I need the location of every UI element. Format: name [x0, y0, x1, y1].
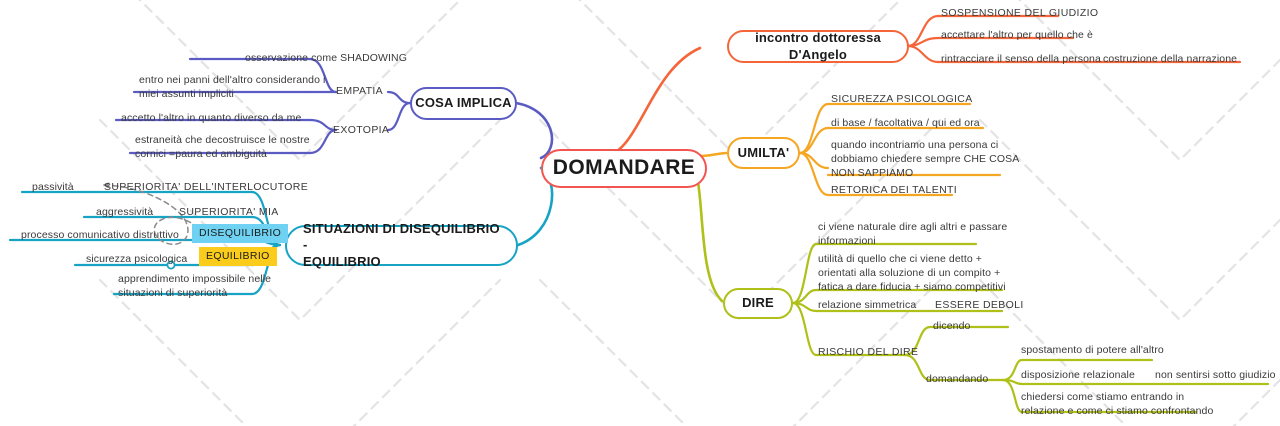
leaf-accetto-altro-diverso[interactable]: accetto l'altro in quanto diverso da me — [121, 112, 302, 124]
branch-situazioni-disequilibrio-equilibrio[interactable]: SITUAZIONI DI DISEQUILIBRIO - EQUILIBRIO — [285, 221, 518, 269]
leaf-sicurezza-psicologica[interactable]: SICUREZZA PSICOLOGICA — [831, 93, 973, 105]
branch-situazioni-label: SITUAZIONI DI DISEQUILIBRIO - EQUILIBRIO — [303, 221, 500, 269]
leaf-ci-viene-naturale-dire[interactable]: ci viene naturale dire agli altri e pass… — [818, 221, 1008, 248]
branch-dire-label: DIRE — [742, 295, 774, 311]
leaf-exotopia[interactable]: EXOTOPIA — [333, 124, 390, 136]
leaf-processo-comunicativo-distruttivo[interactable]: processo comunicativo distruttivo — [21, 229, 179, 241]
branch-umilta-label: UMILTA' — [737, 144, 790, 160]
leaf-relazione-simmetrica[interactable]: relazione simmetrica — [818, 299, 917, 311]
leaf-passivita[interactable]: passività — [32, 181, 74, 193]
leaf-estraneita-decostruisce[interactable]: estraneità che decostruisce le nostre co… — [135, 134, 310, 161]
leaf-dicendo[interactable]: dicendo — [933, 320, 971, 332]
leaf-spostamento-di-potere[interactable]: spostamento di potere all'altro — [1021, 344, 1164, 356]
branch-incontro-label: incontro dottoressa D'Angelo — [755, 30, 881, 62]
leaf-di-base-facoltativa[interactable]: di base / facoltativa / qui ed ora — [831, 117, 980, 129]
highlight-disequilibrio[interactable]: DISEQUILIBRIO — [192, 224, 289, 243]
leaf-non-sentirsi-sotto-giudizio[interactable]: non sentirsi sotto giudizio — [1155, 369, 1276, 381]
leaf-apprendimento-impossibile[interactable]: apprendimento impossibile nelle situazio… — [118, 273, 272, 300]
leaf-aggressivita[interactable]: aggressività — [96, 206, 154, 218]
branch-cosa-implica-label: COSA IMPLICA — [415, 95, 512, 111]
leaf-essere-deboli[interactable]: ESSERE DEBOLI — [935, 299, 1024, 311]
leaf-sicurezza-psicologica-equilibrio[interactable]: sicurezza psicologica — [86, 253, 188, 265]
leaf-accettare-altro[interactable]: accettare l'altro per quello che è — [941, 29, 1093, 41]
root-node[interactable]: DOMANDARE — [541, 149, 707, 188]
root-label: DOMANDARE — [552, 156, 696, 180]
leaf-entro-nei-panni[interactable]: entro nei panni dell'altro considerando … — [139, 74, 326, 101]
branch-incontro-dottoressa[interactable]: incontro dottoressa D'Angelo — [727, 30, 909, 63]
leaf-osservazione-shadowing[interactable]: osservazione come SHADOWING — [245, 52, 407, 64]
highlight-equilibrio[interactable]: EQUILIBRIO — [199, 247, 277, 266]
leaf-sospensione-del-giudizio[interactable]: SOSPENSIONE DEL GIUDIZIO — [941, 7, 1099, 19]
branch-umilta[interactable]: UMILTA' — [727, 137, 800, 169]
leaf-chiedersi-come-stiamo[interactable]: chiedersi come stiamo entrando in relazi… — [1021, 391, 1214, 418]
leaf-che-cosa-non-sappiamo[interactable]: quando incontriamo una persona ci dobbia… — [831, 139, 1020, 180]
leaf-rintracciare-senso[interactable]: rintracciare il senso della persona — [941, 53, 1101, 65]
leaf-empatia[interactable]: EMPATIA — [336, 85, 383, 97]
leaf-domandando[interactable]: domandando — [926, 373, 989, 385]
leaf-costruzione-narrazione[interactable]: costruzione della narrazione — [1103, 53, 1238, 65]
branch-dire[interactable]: DIRE — [723, 288, 793, 319]
leaf-retorica-dei-talenti[interactable]: RETORICA DEI TALENTI — [831, 184, 958, 196]
leaf-superiorita-dell-interlocutore[interactable]: SUPERIORITA' DELL'INTERLOCUTORE — [104, 181, 309, 193]
leaf-utilita-di-quello[interactable]: utilità di quello che ci viene detto + o… — [818, 253, 1006, 294]
leaf-disposizione-relazionale[interactable]: disposizione relazionale — [1021, 369, 1135, 381]
leaf-rischio-del-dire[interactable]: RISCHIO DEL DIRE — [818, 346, 919, 358]
branch-cosa-implica[interactable]: COSA IMPLICA — [410, 87, 517, 120]
leaf-superiorita-mia[interactable]: SUPERIORITA' MIA — [179, 206, 279, 218]
